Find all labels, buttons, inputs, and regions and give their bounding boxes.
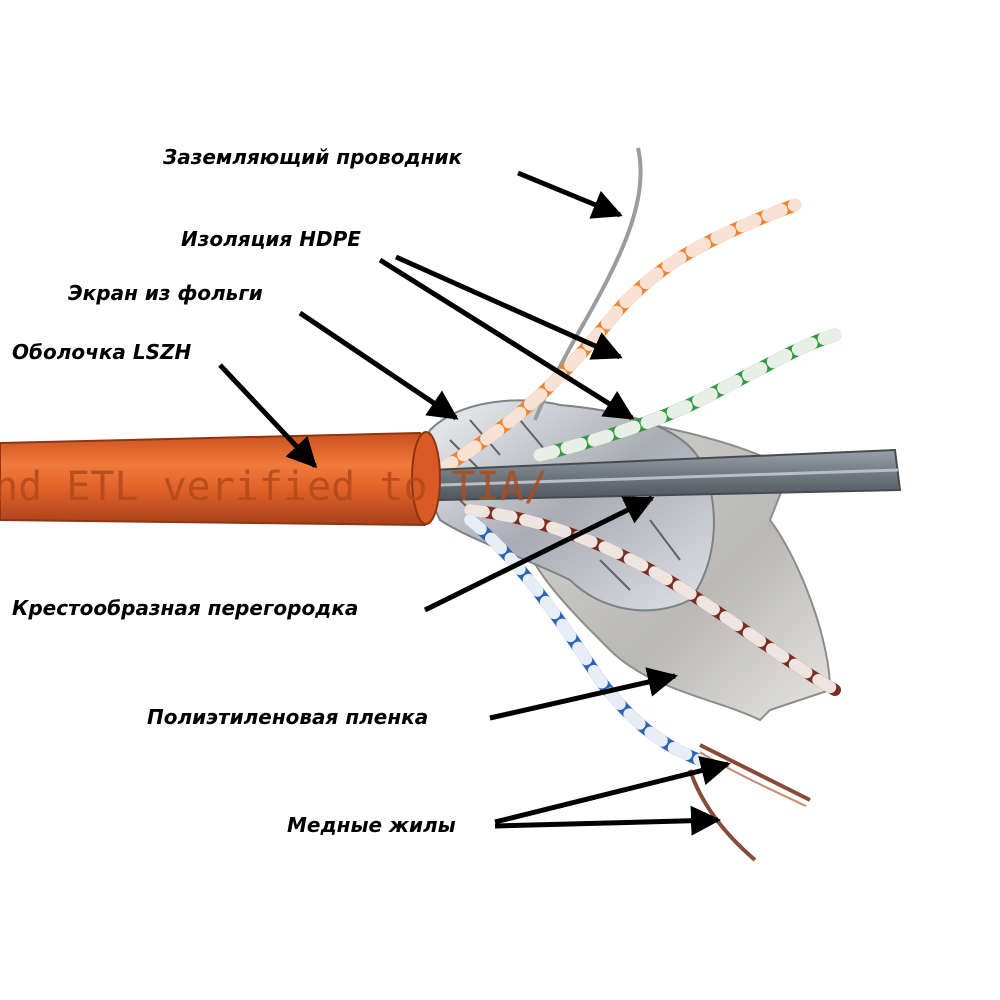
lszh-jacket-shape: nd ETL verified to TIA/	[0, 431, 548, 527]
label-hdpe-insulation: Изоляция HDPE	[181, 227, 361, 251]
label-ground-wire: Заземляющий проводник	[163, 145, 463, 169]
arrow-hdpe-1	[394, 254, 623, 360]
brown-pair-shape	[464, 504, 841, 696]
arrow-hdpe-2	[378, 257, 635, 421]
arrow-ground	[517, 170, 623, 219]
arrow-foil	[298, 310, 459, 421]
arrow-lszh	[218, 363, 318, 469]
green-pair-shape	[533, 328, 842, 462]
arrow-cross	[423, 495, 655, 613]
arrow-copper-2	[494, 805, 721, 836]
label-cross-separator: Крестообразная перегородка	[12, 596, 359, 620]
copper-cores-shape	[688, 743, 811, 862]
callout-arrows	[218, 170, 731, 836]
label-pe-film: Полиэтиленовая пленка	[147, 705, 429, 729]
label-lszh-jacket: Оболочка LSZH	[12, 340, 192, 364]
arrow-copper-1	[494, 755, 731, 825]
blue-pair-shape	[464, 514, 706, 766]
arrow-film	[489, 667, 678, 721]
jacket-print-text: nd ETL verified to TIA/	[0, 464, 548, 510]
orange-pair-shape	[433, 198, 802, 477]
label-copper-cores: Медные жилы	[287, 813, 456, 837]
label-foil-screen: Экран из фольги	[68, 281, 263, 305]
